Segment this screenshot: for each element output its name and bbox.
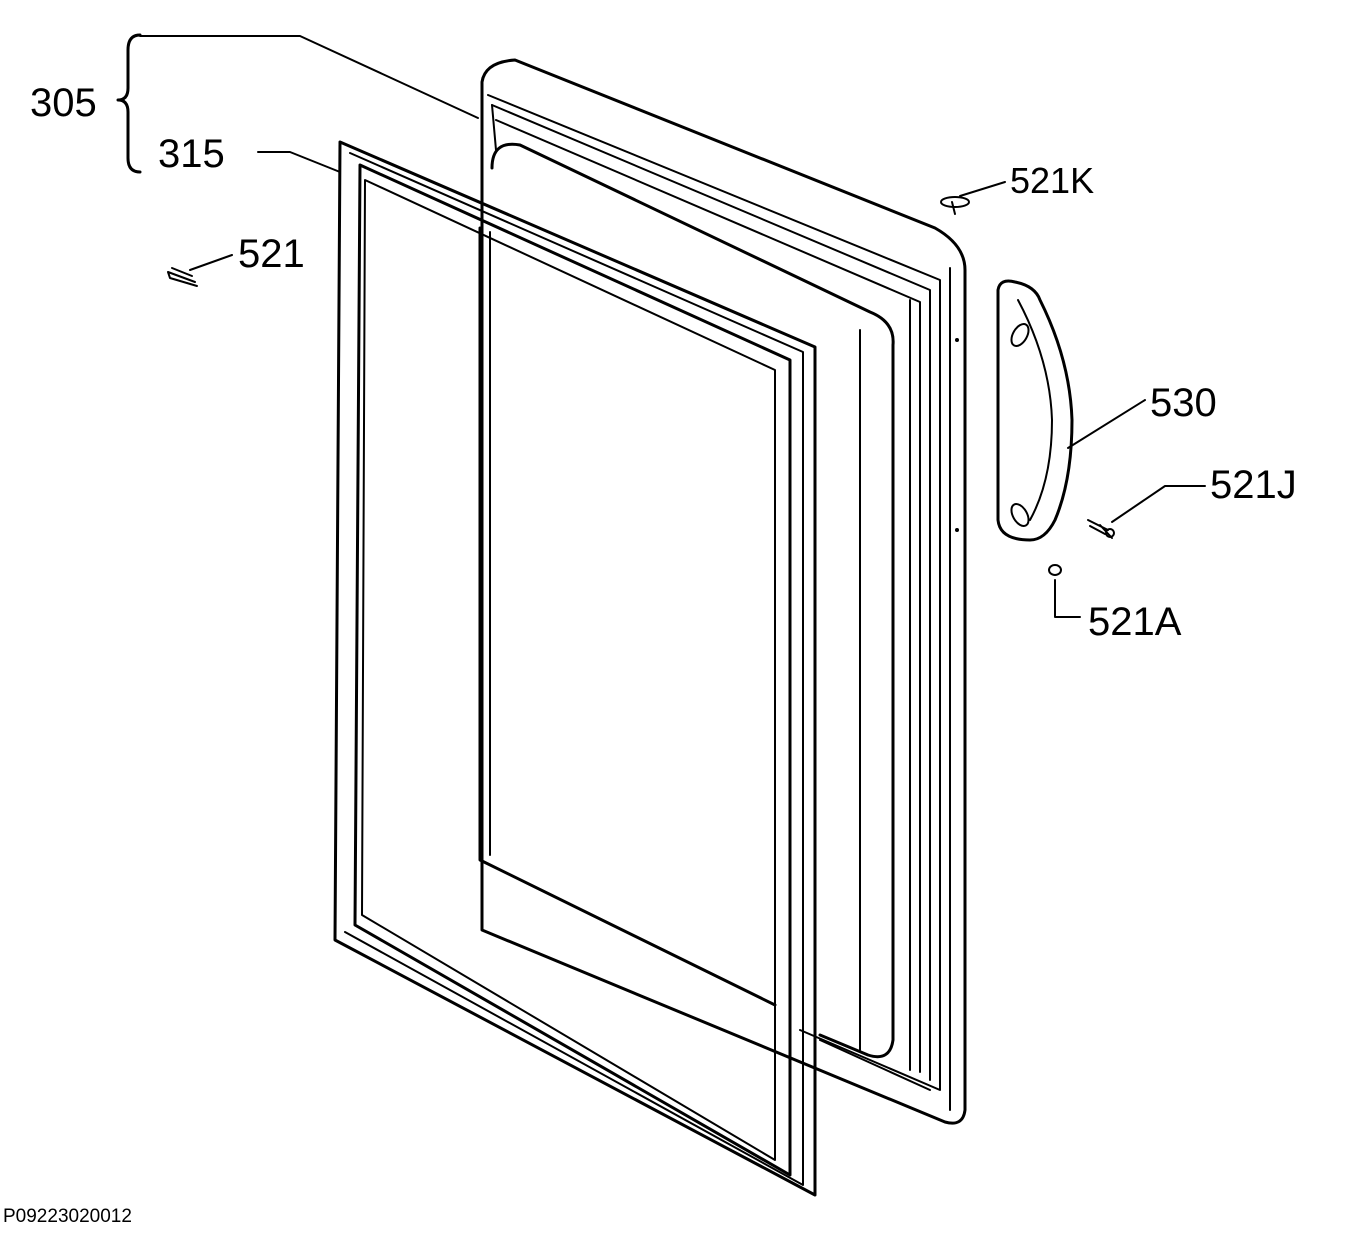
label-530: 530 [1150,381,1217,425]
label-521k: 521K [1010,160,1094,201]
document-id: P09223020012 [3,1206,132,1227]
label-305: 305 [30,81,97,125]
screw-top-icon [940,196,970,215]
brace-305 [116,33,142,174]
door-panel [480,58,967,1125]
door-handle [996,279,1074,542]
leader-lines [139,35,1206,618]
screw-handle-icon [1087,519,1115,539]
screw-icon [167,267,198,287]
door-gasket [333,140,817,1197]
label-521: 521 [238,232,305,276]
washer-icon [1048,564,1062,576]
label-521j: 521J [1210,463,1297,507]
label-521a: 521A [1088,600,1182,644]
label-315: 315 [158,132,225,176]
